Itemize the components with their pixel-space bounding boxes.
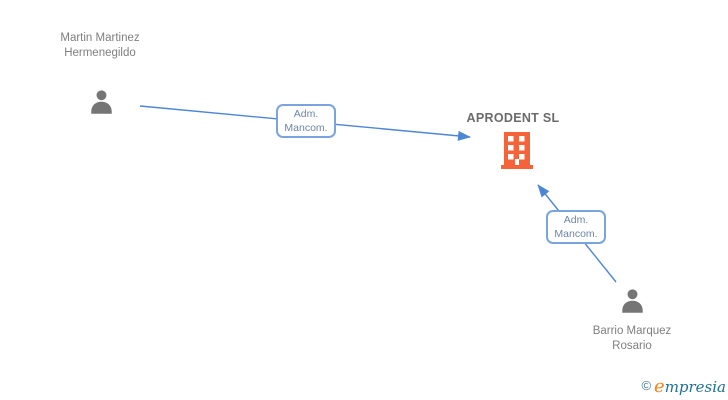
company-node-aprodent[interactable] [501,132,533,174]
brand-text: mpresia [664,378,726,396]
relation-label-box[interactable]: Adm. Mancom. [546,210,606,244]
person-node-barrio[interactable] [619,288,646,320]
brand-initial: e [654,376,665,397]
company-name-label: APRODENT SL [466,111,560,125]
person-node-martin[interactable] [88,89,115,121]
relation-label-box[interactable]: Adm. Mancom. [276,104,336,138]
copyright-icon: © [641,378,652,393]
person-name-label: Martin Martinez Hermenegildo [60,32,140,59]
empresia-logo[interactable]: ©empresia [641,376,726,397]
person-icon [622,289,643,313]
person-name-label: Barrio Marquez Rosario [592,325,672,352]
person-icon [91,90,112,114]
building-icon [501,132,533,169]
